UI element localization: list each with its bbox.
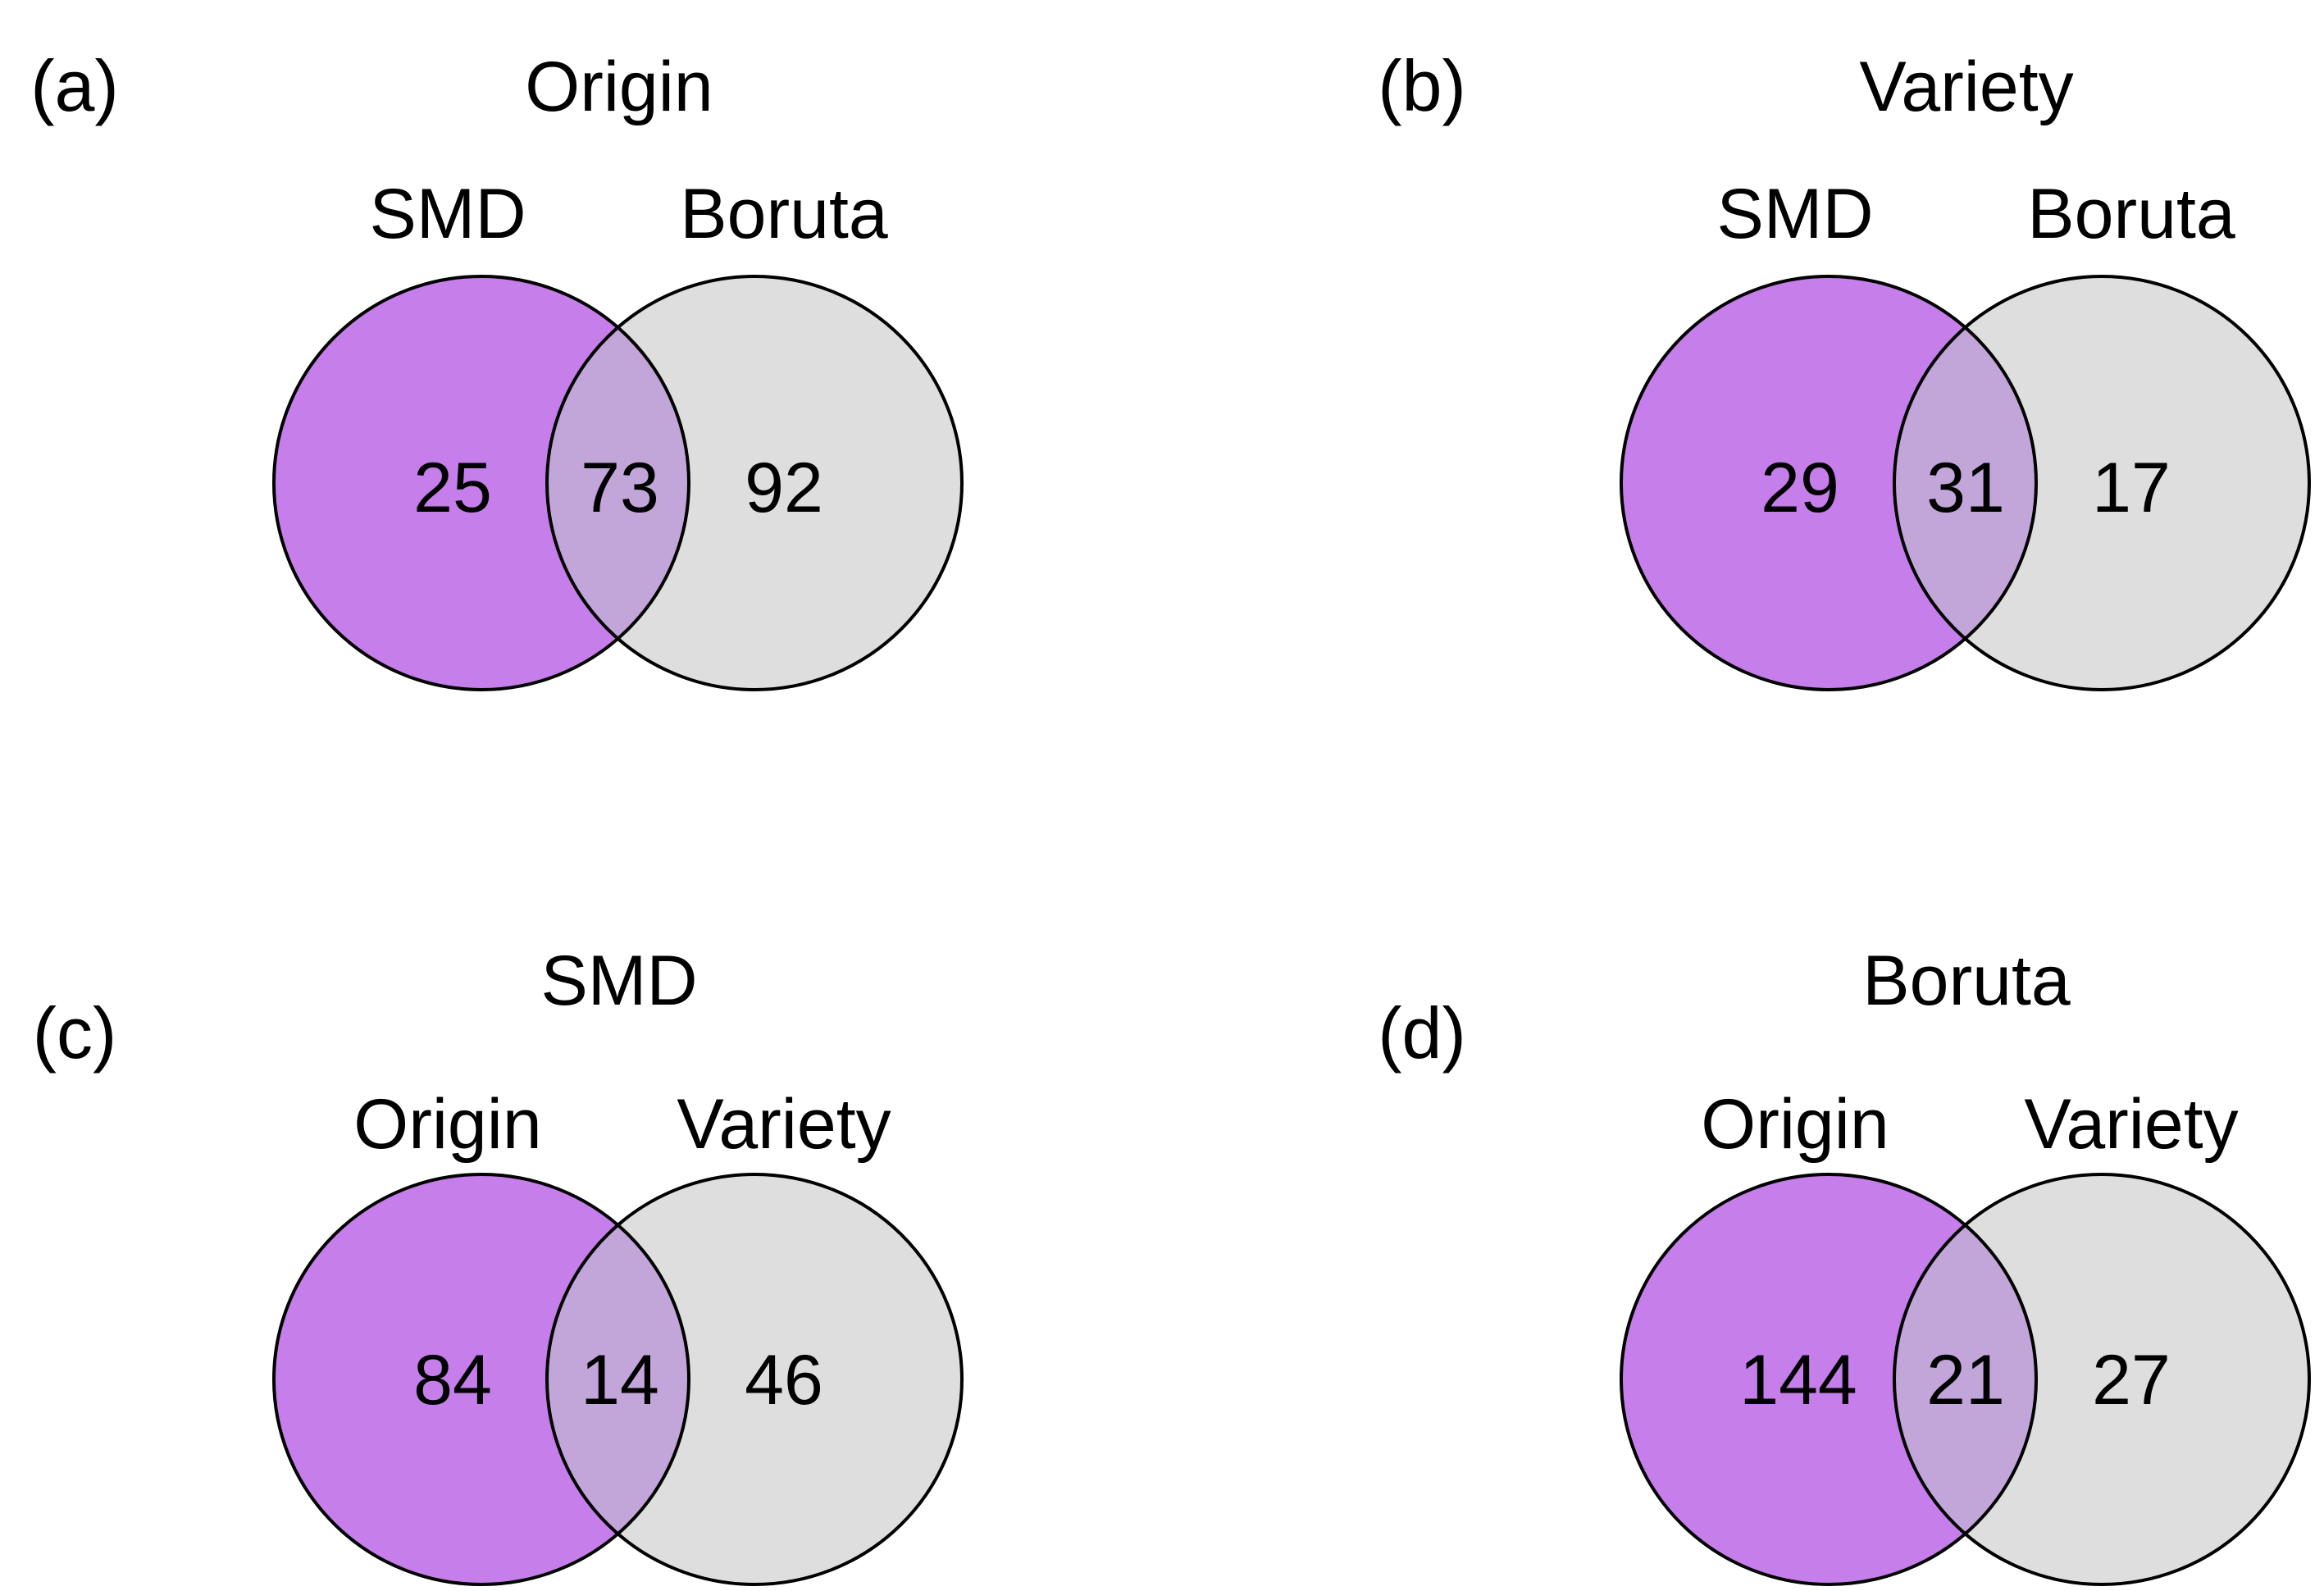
panel-title: SMD — [540, 941, 697, 1020]
left-set-label: SMD — [369, 175, 526, 253]
left-circle-outline — [272, 1173, 690, 1586]
right-count: 27 — [2092, 1341, 2171, 1420]
panel-b: (b) Variety SMD Boruta 29 31 17 — [1162, 0, 2324, 796]
overlap-region — [1894, 1174, 2036, 1584]
left-count: 29 — [1761, 449, 1839, 527]
panel-d: (d) Boruta Origin Variety 144 21 27 — [1162, 796, 2324, 1591]
panel-label: (d) — [1378, 992, 1466, 1074]
left-circle-outline — [272, 275, 690, 691]
left-set-label: Origin — [1701, 1085, 1889, 1164]
right-count: 92 — [745, 449, 823, 527]
panel-label: (b) — [1378, 45, 1466, 126]
overlap-count: 14 — [581, 1341, 659, 1420]
panel-a: (a) Origin SMD Boruta 25 73 92 — [0, 0, 1162, 796]
left-count: 144 — [1739, 1341, 1857, 1420]
left-set-label: SMD — [1716, 175, 1873, 253]
panel-title: Variety — [1859, 48, 2073, 126]
right-set-label: Variety — [2024, 1085, 2238, 1164]
right-circle-outline — [545, 275, 964, 691]
right-count: 17 — [2092, 449, 2171, 527]
panel-title: Origin — [525, 48, 713, 126]
overlap-region — [547, 1174, 689, 1584]
left-circle-outline — [1620, 275, 2038, 691]
left-circle-outline — [1620, 1173, 2038, 1586]
panel-c: (c) SMD Origin Variety 84 14 46 — [0, 796, 1162, 1591]
panel-label: (c) — [33, 992, 117, 1074]
panel-title: Boruta — [1862, 941, 2071, 1020]
overlap-region — [547, 276, 689, 690]
left-count: 84 — [413, 1341, 492, 1420]
right-circle-outline — [1893, 275, 2311, 691]
venn-diagram-a: (a) Origin SMD Boruta 25 73 92 — [30, 45, 964, 691]
right-set-label: Variety — [677, 1085, 891, 1164]
panel-label: (a) — [30, 45, 119, 126]
right-circle-outline — [1893, 1173, 2311, 1586]
left-set-label: Origin — [353, 1085, 541, 1164]
right-circle-outline — [545, 1173, 964, 1586]
right-set-label: Boruta — [2027, 175, 2235, 253]
venn-diagram-b: (b) Variety SMD Boruta 29 31 17 — [1378, 45, 2311, 691]
right-set-label: Boruta — [680, 175, 888, 253]
overlap-count: 31 — [1926, 449, 2005, 527]
venn-diagram-d: (d) Boruta Origin Variety 144 21 27 — [1378, 941, 2311, 1586]
overlap-count: 73 — [581, 449, 659, 527]
left-count: 25 — [413, 449, 492, 527]
overlap-count: 21 — [1926, 1341, 2005, 1420]
overlap-region — [1894, 276, 2036, 690]
venn-diagram-c: (c) SMD Origin Variety 84 14 46 — [33, 941, 964, 1586]
right-count: 46 — [745, 1341, 823, 1420]
